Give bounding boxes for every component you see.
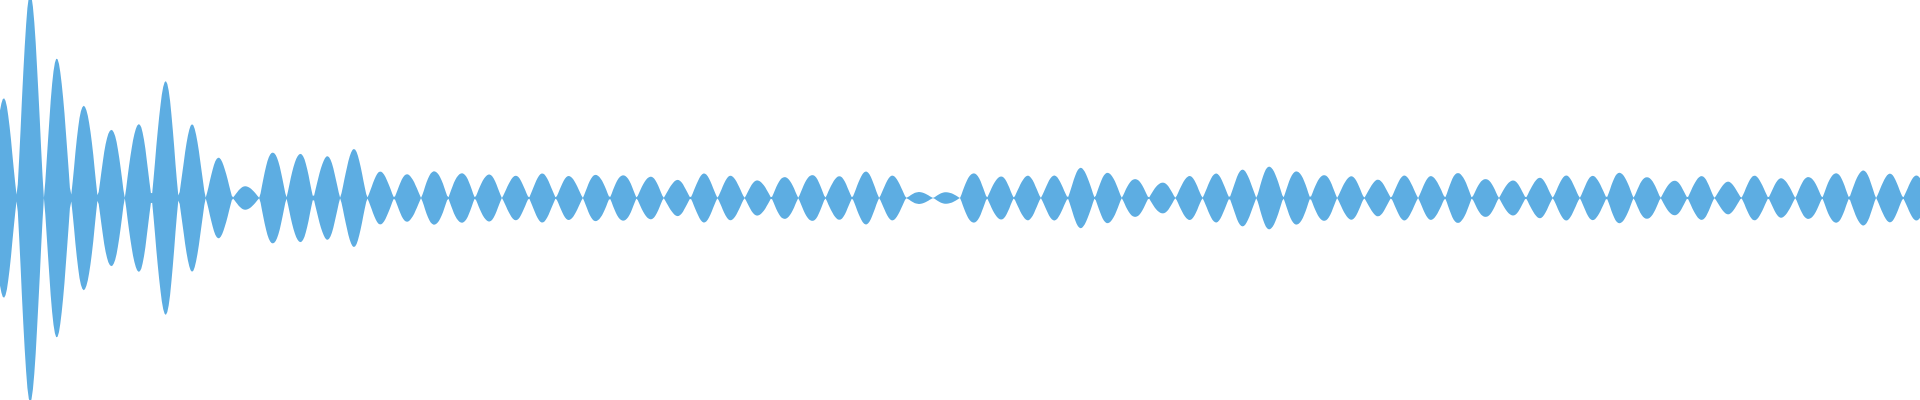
waveform-graphic <box>0 0 1920 400</box>
audio-waveform[interactable] <box>0 0 1920 400</box>
waveform-shape <box>0 0 1920 400</box>
